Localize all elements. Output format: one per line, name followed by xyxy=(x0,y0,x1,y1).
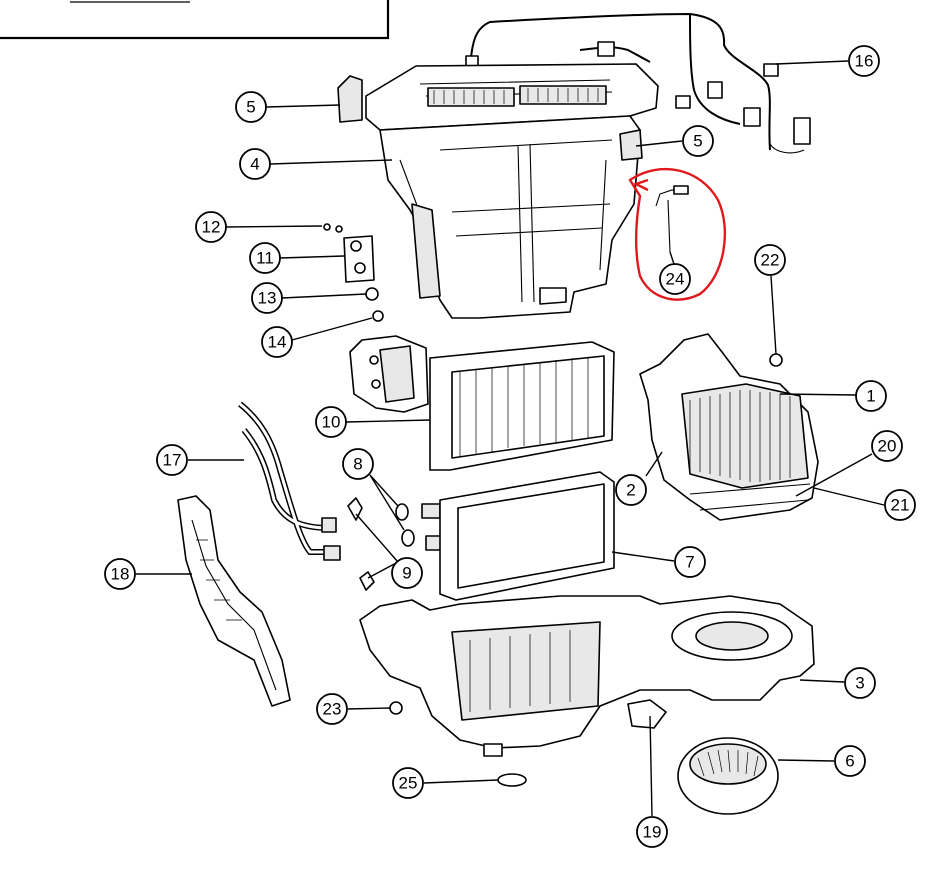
svg-text:5: 5 xyxy=(246,98,255,117)
evaporator-core xyxy=(349,335,615,471)
svg-text:23: 23 xyxy=(323,700,342,719)
svg-text:17: 17 xyxy=(163,451,182,470)
title-box xyxy=(0,0,390,40)
svg-text:18: 18 xyxy=(111,565,130,584)
heater-core xyxy=(421,471,615,601)
red-highlight-arrow xyxy=(632,178,649,192)
svg-text:14: 14 xyxy=(268,333,287,352)
callout-10: 10 xyxy=(315,406,347,438)
callout-21: 21 xyxy=(884,489,916,521)
callout-11: 11 xyxy=(249,242,281,274)
callout-9: 9 xyxy=(391,557,423,589)
svg-text:1: 1 xyxy=(866,387,875,406)
svg-text:6: 6 xyxy=(845,752,854,771)
svg-text:2: 2 xyxy=(626,481,635,500)
svg-text:25: 25 xyxy=(399,774,418,793)
callout-7: 7 xyxy=(674,546,706,578)
callout-5-right: 5 xyxy=(682,125,714,157)
svg-text:24: 24 xyxy=(666,270,685,289)
svg-text:20: 20 xyxy=(878,437,897,456)
svg-text:22: 22 xyxy=(761,251,780,270)
callout-19: 19 xyxy=(636,816,668,848)
callout-14: 14 xyxy=(261,326,293,358)
callout-16: 16 xyxy=(848,45,880,77)
svg-text:13: 13 xyxy=(258,289,277,308)
floor-duct xyxy=(177,495,291,707)
callout-22: 22 xyxy=(754,244,786,276)
callout-leaders xyxy=(136,60,885,817)
callout-23: 23 xyxy=(316,693,348,725)
callout-4: 4 xyxy=(239,148,271,180)
svg-text:11: 11 xyxy=(256,249,274,268)
expansion-valve-group xyxy=(323,223,384,322)
callout-2: 2 xyxy=(615,474,647,506)
callout-24: 24 xyxy=(659,263,691,295)
callout-8: 8 xyxy=(342,448,374,480)
svg-text:12: 12 xyxy=(202,218,221,237)
callout-13: 13 xyxy=(251,282,283,314)
callout-3: 3 xyxy=(844,667,876,699)
blower-motor xyxy=(677,737,779,815)
callout-18: 18 xyxy=(104,558,136,590)
heater-hoses xyxy=(238,401,341,561)
lower-housing xyxy=(359,595,815,757)
callout-20: 20 xyxy=(871,430,903,462)
svg-text:7: 7 xyxy=(685,553,694,572)
svg-text:16: 16 xyxy=(855,52,874,71)
recirculation-door-housing xyxy=(639,333,819,521)
callout-25: 25 xyxy=(392,767,424,799)
small-parts xyxy=(389,699,667,787)
callout-1: 1 xyxy=(855,380,887,412)
distribution-housing xyxy=(337,63,659,319)
svg-text:10: 10 xyxy=(322,413,341,432)
svg-text:21: 21 xyxy=(891,496,910,515)
svg-text:8: 8 xyxy=(353,455,362,474)
svg-text:3: 3 xyxy=(855,674,864,693)
callout-12: 12 xyxy=(195,211,227,243)
callout-17: 17 xyxy=(156,444,188,476)
callout-6: 6 xyxy=(834,745,866,777)
svg-text:4: 4 xyxy=(250,155,259,174)
svg-text:5: 5 xyxy=(693,132,702,151)
red-highlight-circle xyxy=(628,167,727,301)
wiring-harness xyxy=(465,12,811,154)
svg-text:19: 19 xyxy=(643,823,662,842)
callout-5-top: 5 xyxy=(235,91,267,123)
temperature-sensor xyxy=(655,185,689,253)
svg-text:9: 9 xyxy=(402,564,411,583)
